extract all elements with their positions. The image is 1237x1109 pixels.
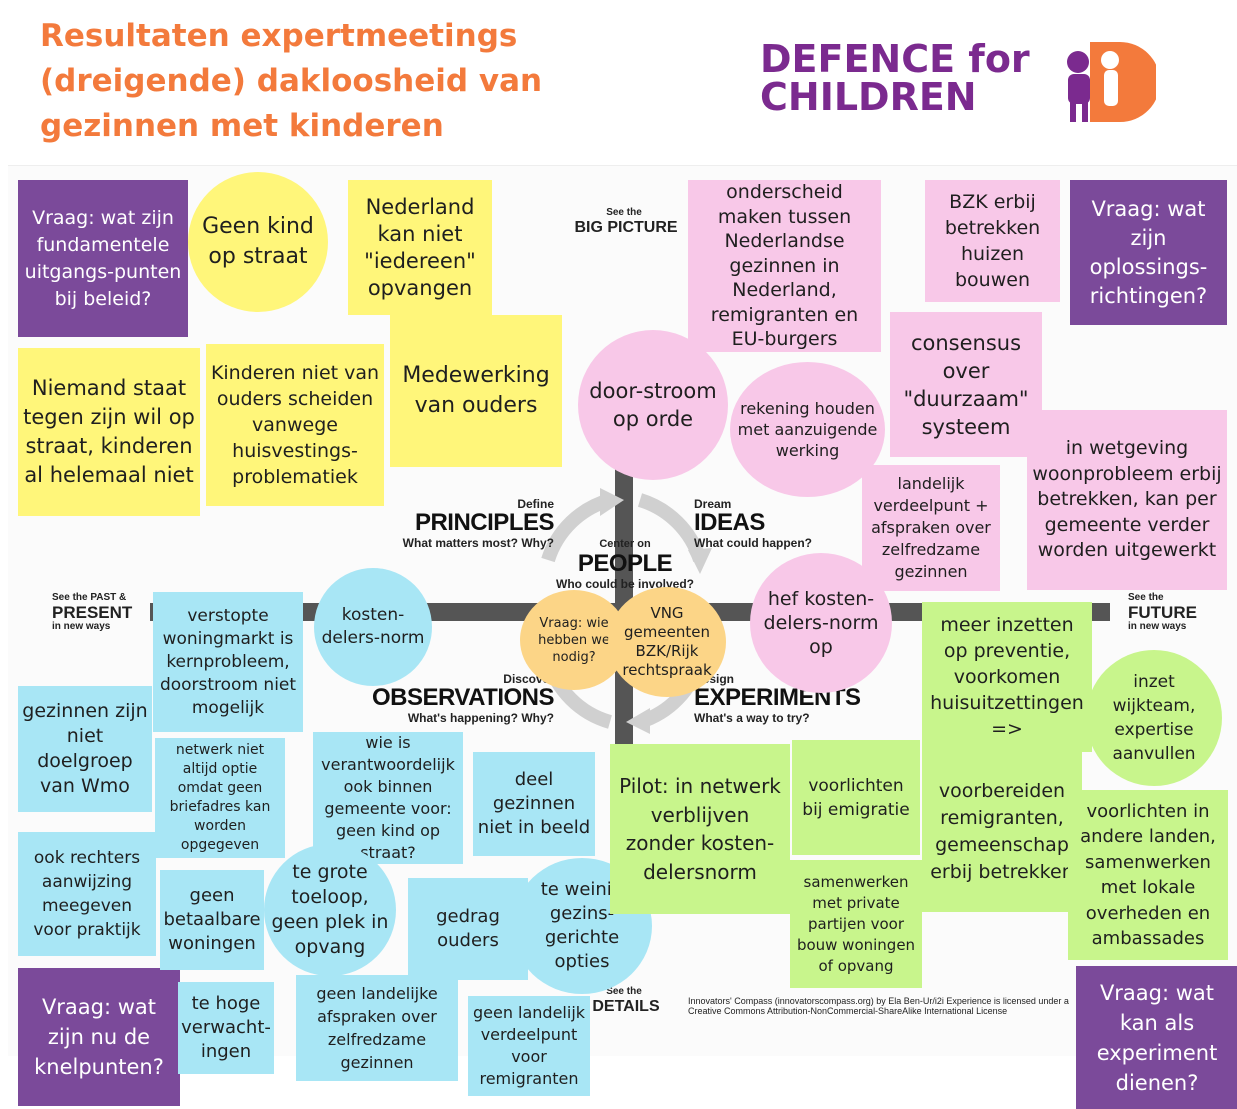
question-ideas-note: Vraag: wat zijn oplossings-richtingen? [1070, 180, 1227, 325]
experiment-voorbereiden-remigranten: voorbereiden remigranten, gemeenschap er… [922, 752, 1082, 912]
people-label: PEOPLE [577, 550, 673, 577]
idea-consensus: consensus over "duurzaam" systeem [890, 312, 1042, 457]
future-small: See the [1128, 592, 1164, 603]
idea-in-wetgeving: in wetgeving woonprobleem erbij betrekke… [1027, 410, 1227, 590]
observation-verstopte-woningmarkt: verstopte woningmarkt is kernprobleem, d… [153, 592, 303, 732]
principle-geen-kind-op-straat: Geen kind op straat [188, 172, 328, 312]
principle-medewerking-ouders: Medewerking van ouders [390, 315, 562, 467]
idea-hef-kostendelersnorm: hef kosten-delers-norm op [750, 553, 892, 693]
observation-te-hoge-verwachtingen: te hoge verwacht-ingen [178, 982, 274, 1074]
big-picture-label: BIG PICTURE [574, 219, 678, 236]
principle-nederland-kan-niet: Nederland kan niet "iedereen" opvangen [348, 180, 492, 315]
observation-te-grote-toeloop: te grote toeloop, geen plek in opvang [264, 844, 396, 976]
idea-bzk-erbij: BZK erbij betrekken huizen bouwen [925, 180, 1060, 302]
future-label: FUTURE [1128, 603, 1197, 622]
title-line-2: (dreigende) dakloosheid van [40, 63, 543, 99]
title-line-1: Resultaten expertmeetings [40, 18, 518, 54]
logo-line-2: CHILDREN [760, 75, 977, 119]
principles-small: Define [517, 497, 554, 511]
people-vng-gemeenten: VNG gemeenten BZK/Rijk rechtspraak [608, 587, 726, 697]
principles-label: PRINCIPLES [414, 509, 555, 536]
question-principles-note: Vraag: wat zijn fundamentele uitgangs-pu… [18, 180, 188, 337]
idea-landelijk-verdeelpunt: landelijk verdeelpunt + afspraken over z… [862, 465, 1000, 591]
principles-question: What matters most? Why? [402, 536, 554, 550]
observations-label: OBSERVATIONS [371, 684, 555, 711]
observation-gedrag-ouders: gedrag ouders [408, 878, 528, 980]
observation-gezinnen-wmo: gezinnen zijn niet doelgroep van Wmo [18, 686, 152, 812]
past-label: PRESENT [52, 603, 133, 622]
ideas-label: IDEAS [694, 509, 765, 536]
defence-for-children-logo: DEFENCE for CHILDREN [744, 26, 1170, 134]
experiment-meer-inzetten-preventie: meer inzetten op preventie, voorkomen hu… [922, 602, 1092, 752]
people-small: Center on [599, 538, 651, 550]
experiments-question: What's a way to try? [694, 711, 810, 725]
past-sub: in new ways [52, 621, 111, 632]
future-sub: in new ways [1128, 621, 1187, 632]
observation-wie-verantwoordelijk: wie is verantwoordelijk ook binnen gemee… [313, 732, 463, 864]
past-small: See the PAST & [52, 592, 127, 603]
question-experiments-note: Vraag: wat kan als experiment dienen? [1076, 966, 1237, 1109]
logo-text: DEFENCE for CHILDREN [760, 40, 1030, 116]
observation-kostendelersnorm: kosten-delers-norm [314, 568, 432, 686]
observation-netwerk-niet: netwerk niet altijd optie omdat geen bri… [155, 738, 285, 858]
idea-doorstroom: door-stroom op orde [578, 330, 728, 480]
experiment-voorlichten-andere-landen: voorlichten in andere landen, samenwerke… [1068, 790, 1228, 960]
big-picture-small: See the [606, 207, 642, 218]
experiment-voorlichten-emigratie: voorlichten bij emigratie [792, 740, 920, 855]
compass-credit: Innovators' Compass (innovatorscompass.o… [688, 996, 1069, 1016]
idea-onderscheid-maken: onderscheid maken tussen Nederlandse gez… [688, 180, 881, 352]
details-label: DETAILS [592, 998, 660, 1015]
idea-rekening-houden: rekening houden met aanzuigende werking [730, 362, 885, 497]
title-line-3: gezinnen met kinderen [40, 108, 444, 144]
logo-emblem-icon [1067, 42, 1156, 122]
page-title: Resultaten expertmeetings (dreigende) da… [40, 14, 700, 149]
observation-geen-betaalbare: geen betaalbare woningen [160, 870, 264, 970]
observation-geen-landelijke-afspraken: geen landelijke afspraken over zelfredza… [296, 975, 458, 1081]
observations-question: What's happening? Why? [407, 711, 554, 725]
ideas-small: Dream [694, 497, 732, 511]
principle-kinderen-niet-scheiden: Kinderen niet van ouders scheiden vanweg… [206, 344, 384, 506]
logo-line-1: DEFENCE for [760, 37, 1030, 81]
observation-rechters-aanwijzing: ook rechters aanwijzing meegeven voor pr… [18, 832, 156, 956]
ideas-question: What could happen? [694, 536, 812, 550]
observation-geen-landelijk-verdeelpunt: geen landelijk verdeelpunt voor remigran… [468, 996, 590, 1096]
question-observations-note: Vraag: wat zijn nu de knelpunten? [18, 968, 180, 1106]
details-small: See the [606, 986, 642, 997]
experiment-pilot-netwerk: Pilot: in netwerk verblijven zonder kost… [610, 744, 790, 914]
experiment-inzet-wijkteam: inzet wijkteam, expertise aanvullen [1086, 650, 1222, 786]
principle-niemand-staat: Niemand staat tegen zijn wil op straat, … [18, 348, 200, 516]
experiment-samenwerken-private: samenwerken met private partijen voor bo… [790, 860, 922, 988]
observation-deel-gezinnen: deel gezinnen niet in beeld [473, 752, 595, 856]
